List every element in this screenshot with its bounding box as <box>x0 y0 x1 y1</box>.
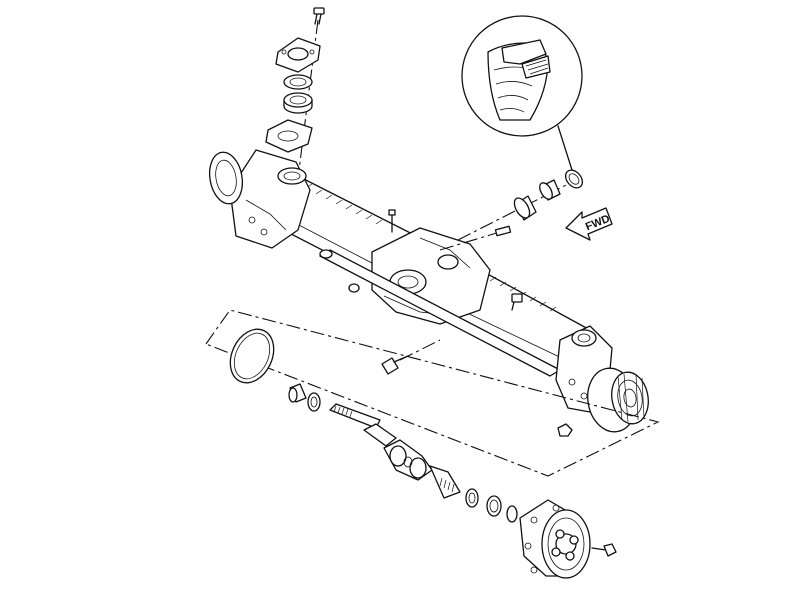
exploded-group-outline <box>205 309 660 477</box>
o-ring-seal <box>564 169 584 189</box>
bushing-large <box>513 195 537 221</box>
side-stud <box>511 293 523 311</box>
callout-leader <box>557 125 573 171</box>
shaft-seal <box>307 392 321 412</box>
large-o-ring <box>229 328 275 384</box>
inner-axle-shaft <box>329 403 397 447</box>
shaft-bushing <box>288 383 307 403</box>
pinion-bolt <box>439 225 512 251</box>
bushing-small <box>539 179 561 201</box>
thrust-washer <box>465 488 479 508</box>
outer-axle-shaft <box>429 465 461 499</box>
pivot-gasket <box>265 119 313 153</box>
seal-detail-callout <box>461 15 583 171</box>
knuckle-nut <box>557 423 573 437</box>
hub-seal <box>506 505 518 523</box>
hub-bolt <box>591 543 617 557</box>
pivot-bearing <box>283 92 313 114</box>
housing-ribs <box>305 183 557 312</box>
right-wheel-hub <box>587 367 649 433</box>
left-steering-knuckle <box>208 149 311 249</box>
pivot-stack <box>265 7 325 179</box>
breather-fitting <box>388 209 396 233</box>
drive-shaft-assembly <box>229 328 617 579</box>
universal-joint <box>383 439 433 481</box>
axle-housing <box>208 149 649 437</box>
outer-wheel-hub <box>519 499 591 579</box>
mounting-bolt <box>381 339 441 375</box>
hub-bearing-ring <box>486 495 502 517</box>
pivot-washer <box>283 74 313 90</box>
forward-direction-arrow: FWD <box>565 207 613 241</box>
pivot-cap <box>275 37 321 73</box>
differential-housing <box>371 227 491 325</box>
bushing-set <box>457 169 584 241</box>
pivot-bolt <box>313 7 325 25</box>
